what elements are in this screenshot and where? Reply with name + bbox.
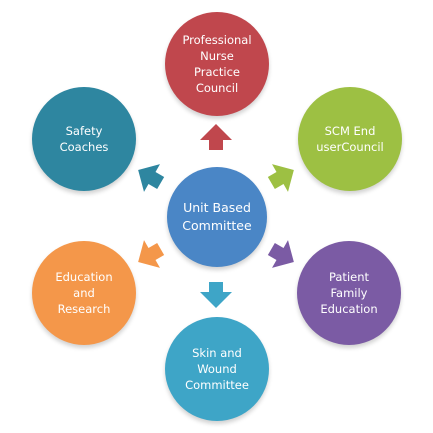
arrow-upper-right-icon [267,164,294,192]
node-scm-end-user-council: SCM End userCouncil [298,87,402,191]
node-label: Patient Family Education [320,270,378,316]
node-education-and-research: Education and Research [32,241,136,345]
node-label: Skin and Wound Committee [185,346,249,392]
arrow-upper-left-icon [138,164,165,192]
arrow-up-icon [200,124,232,150]
arrow-lower-right-icon [267,240,294,268]
center-node-unit-based-committee: Unit Based Committee [167,167,267,267]
node-skin-and-wound-committee: Skin and Wound Committee [165,317,269,421]
center-node-label: Unit Based Committee [182,200,252,233]
arrow-down-icon [200,282,232,308]
node-label: SCM End userCouncil [316,124,384,154]
node-label: Safety Coaches [59,124,109,154]
node-safety-coaches: Safety Coaches [32,87,136,191]
node-label: Professional Nurse Practice Council [182,33,252,95]
arrow-lower-left-icon [138,240,165,268]
node-patient-family-education: Patient Family Education [297,241,401,345]
node-label: Education and Research [55,270,113,316]
node-professional-nurse-practice-council: Professional Nurse Practice Council [165,12,269,116]
